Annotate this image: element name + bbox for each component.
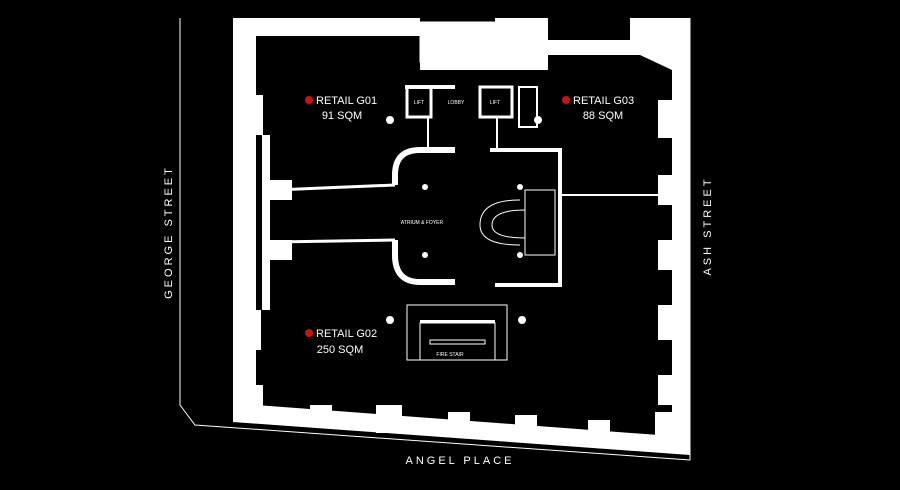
north-core [405, 21, 547, 150]
south-piers [310, 405, 610, 444]
retail-g02-marker[interactable] [305, 329, 313, 337]
south-core [406, 304, 508, 361]
building-interior [256, 36, 672, 436]
fire-stair-north-label: FIRE STAIR [443, 53, 471, 59]
atrium-label: ATRIUM & FOYER [401, 220, 444, 226]
fire-stair-south-label: FIRE STAIR [436, 352, 464, 358]
columns [386, 116, 542, 324]
retail-g01-marker[interactable] [305, 96, 313, 104]
atrium-walls [274, 147, 672, 287]
west-piers [233, 95, 292, 420]
george-street-label: GEORGE STREET [163, 165, 175, 299]
male-wc-label-1: MALE [500, 42, 514, 48]
retail-g03-name[interactable]: RETAIL G03 [573, 95, 634, 107]
lift-left-label: LIFT [414, 100, 424, 106]
retail-g03-marker[interactable] [562, 96, 570, 104]
east-piers [655, 100, 680, 447]
female-wc-label-1: FEMALE [523, 42, 544, 48]
site-boundary [179, 18, 691, 461]
lift-right-label: LIFT [490, 100, 500, 106]
female-wc-label-2: WC [529, 49, 538, 55]
retail-g01-area: 91 SQM [322, 110, 362, 122]
male-wc-label-2: WC [503, 49, 512, 55]
retail-g01-name[interactable]: RETAIL G01 [316, 95, 377, 107]
lobby-label: LOBBY [448, 100, 465, 106]
retail-g02-name[interactable]: RETAIL G02 [316, 328, 377, 340]
retail-g02-area: 250 SQM [317, 344, 363, 356]
ash-street-label: ASH STREET [702, 176, 714, 275]
retail-g03-area: 88 SQM [583, 110, 623, 122]
angel-place-label: ANGEL PLACE [405, 455, 514, 467]
